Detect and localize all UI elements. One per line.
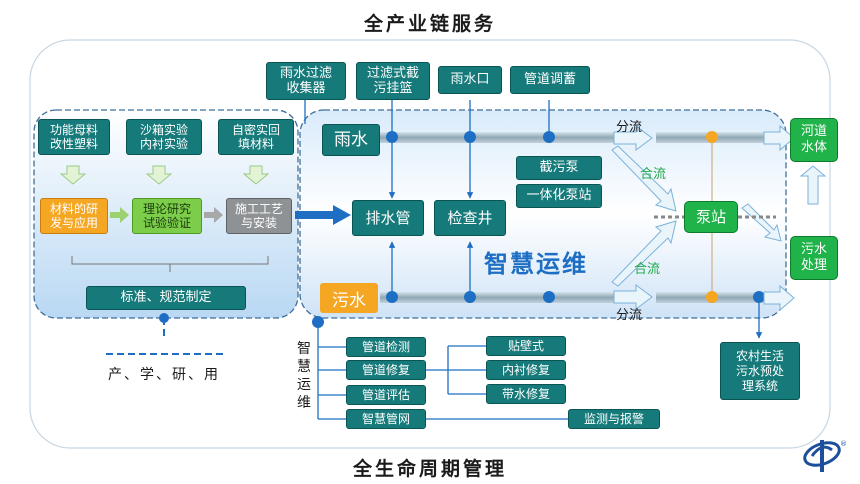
collab-connector	[106, 318, 226, 355]
ops-item-inspection: 管道检测	[346, 337, 426, 357]
down-arrow-3	[242, 165, 270, 185]
up-arrow	[799, 165, 827, 205]
right-arrow-1	[110, 207, 129, 223]
repair-with-water: 带水修复	[486, 384, 566, 404]
svg-text:®: ®	[840, 440, 847, 448]
merge-arrow-top	[611, 145, 677, 212]
ops-item-evaluation: 管道评估	[346, 385, 426, 405]
collab-label: 产、学、研、用	[108, 367, 220, 383]
ops-item-smart-network: 智慧管网	[346, 409, 426, 429]
brace	[71, 256, 269, 272]
filter-basket-box: 过滤式截 污挂篮	[356, 62, 430, 100]
inspection-well-box: 检查井	[434, 200, 506, 236]
to-treatment-arrow	[763, 284, 795, 312]
down-arrow-2	[145, 165, 173, 185]
research-box-backfill-material: 自密实回 填材料	[218, 119, 294, 155]
monitor-alarm-box: 监测与报警	[568, 409, 660, 429]
split-arrow-top	[613, 125, 653, 151]
treatment-box: 污水 处理	[790, 236, 838, 280]
integrated-pump-box: 一体化泵站	[516, 184, 602, 208]
flow-box-theory-research: 理论研究 试验验证	[132, 198, 202, 234]
smart-ops-label: 智慧运维	[484, 250, 588, 278]
sewage-pipe	[380, 292, 615, 303]
split-arrow-bottom	[613, 284, 653, 310]
merge-bottom-label: 合流	[634, 262, 661, 277]
right-arrow-2	[204, 207, 223, 223]
pump-to-river-arrow	[741, 203, 782, 242]
split-top-label: 分流	[616, 120, 643, 135]
rain-label: 雨水	[322, 124, 380, 156]
flow-box-construction: 施工工艺 与安装	[226, 198, 292, 234]
pipe-storage-box: 管道调蓄	[510, 66, 590, 94]
rural-system-box: 农村生活 污水预处 理系统	[720, 342, 800, 400]
repair-wall-attached: 贴壁式	[486, 336, 566, 356]
rain-pipe	[380, 132, 615, 143]
research-box-sandbox-test: 沙箱实验 内衬实验	[126, 119, 202, 155]
merge-top-label: 合流	[640, 167, 667, 182]
to-river-arrow	[763, 124, 795, 152]
intercept-pump-box: 截污泵	[516, 156, 602, 180]
ops-vertical-label: 智慧运维	[297, 341, 311, 411]
bottom-title: 全生命周期管理	[352, 458, 507, 480]
pump-station-box: 泵站	[684, 201, 738, 233]
sewage-label: 污水	[320, 283, 378, 313]
main-arrow	[295, 205, 351, 225]
research-box-modified-plastics: 功能母料 改性塑料	[38, 119, 110, 155]
rain-filter-collector-box: 雨水过滤 收集器	[266, 62, 346, 100]
rain-inlet-box: 雨水口	[438, 66, 502, 94]
repair-lining: 内衬修复	[486, 360, 566, 380]
drain-pipe-box: 排水管	[352, 200, 424, 236]
standards-box: 标准、规范制定	[86, 286, 246, 310]
flow-box-material-rnd: 材料的研 发与应用	[40, 198, 108, 234]
river-box: 河道 水体	[790, 118, 838, 162]
company-logo: ®	[803, 440, 847, 472]
split-bottom-label: 分流	[616, 308, 643, 323]
merge-arrow-bottom	[611, 220, 677, 287]
down-arrow-1	[59, 165, 87, 185]
top-title: 全产业链服务	[363, 13, 496, 35]
ops-item-repair: 管道修复	[346, 360, 426, 380]
